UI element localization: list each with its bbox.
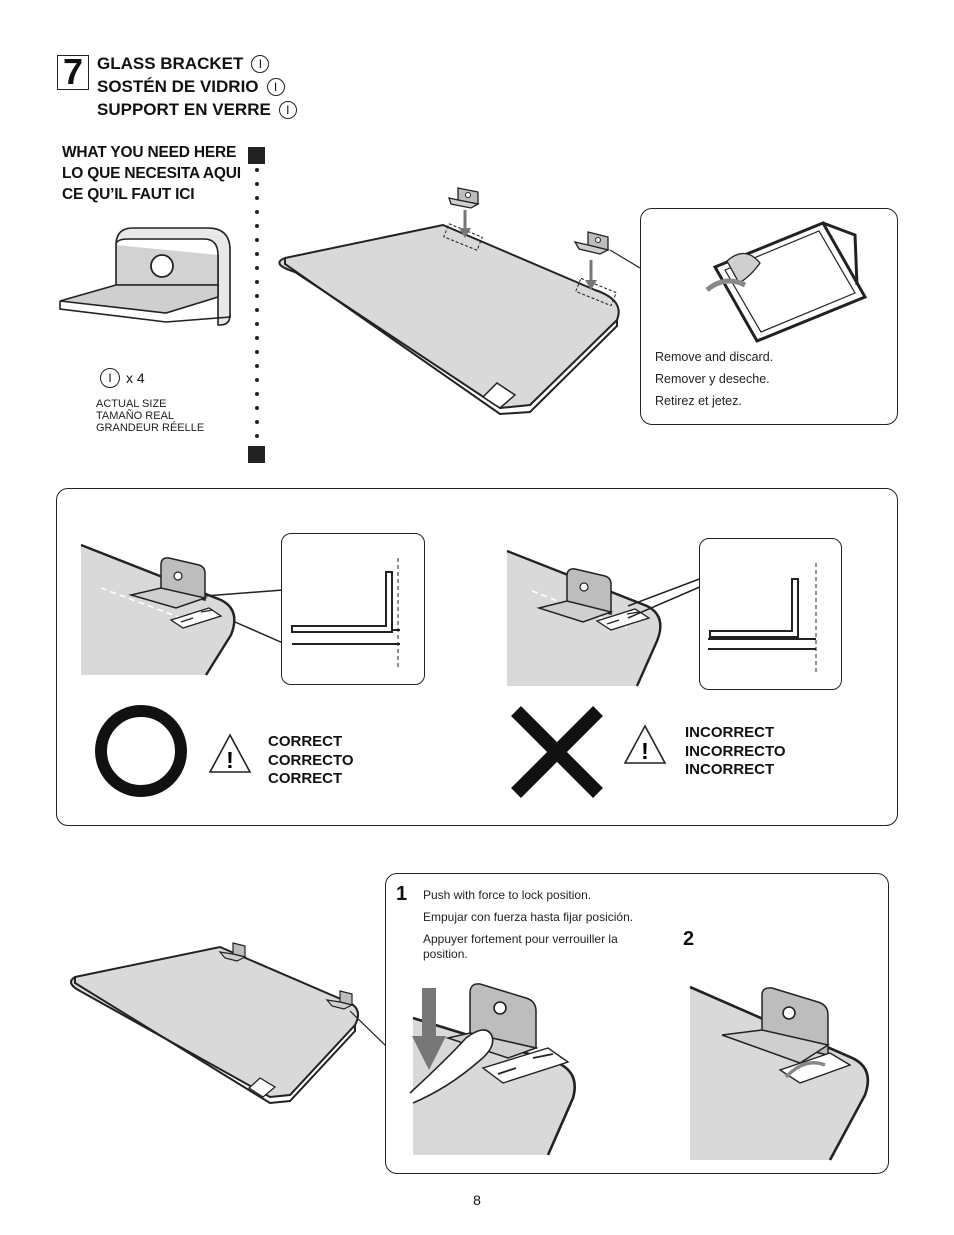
warning-icon: ! <box>623 724 667 764</box>
correct-circle-icon <box>95 705 187 797</box>
part-mark-icon: I <box>266 78 285 96</box>
peel-sticker-drawing <box>705 221 868 343</box>
part-mark-icon: I <box>251 55 270 73</box>
shelf-with-brackets-drawing <box>278 187 641 416</box>
part-mark-icon: I <box>100 368 120 388</box>
separator-bottom-square <box>248 446 265 463</box>
substep-1-number: 1 <box>396 883 408 905</box>
warning-glyph: ! <box>226 747 234 773</box>
incorrect-zoom-drawing <box>708 563 817 674</box>
page-number: 8 <box>473 1192 481 1208</box>
title-french: SUPPORT EN VERRE I <box>97 100 297 120</box>
correct-label-es: CORRECTO <box>268 751 354 769</box>
separator-top-square <box>248 147 265 164</box>
incorrect-label-es: INCORRECTO <box>685 742 786 760</box>
warning-glyph: ! <box>641 738 649 764</box>
correct-zoom-drawing <box>291 558 400 669</box>
shelf-installed-drawing <box>70 942 388 1105</box>
title-spanish: SOSTÉN DE VIDRIO I <box>97 77 285 97</box>
push-note-en: Push with force to lock position. <box>423 888 592 902</box>
bracket-actual-size-drawing <box>59 227 231 326</box>
step-number: 7 <box>62 51 84 92</box>
substep-2-number: 2 <box>683 928 695 950</box>
push-bracket-drawing <box>409 983 576 1156</box>
actual-size-en: ACTUAL SIZE <box>96 398 167 410</box>
quantity: x 4 <box>126 370 145 386</box>
correct-callout-lines <box>204 589 284 644</box>
title-english: GLASS BRACKET I <box>97 54 270 74</box>
title-text: SUPPORT EN VERRE <box>97 100 271 119</box>
warning-icon: ! <box>208 733 252 773</box>
title-text: GLASS BRACKET <box>97 54 244 73</box>
push-note-fr: Appuyer fortement pour verrouiller la po… <box>423 932 618 961</box>
incorrect-callout-lines <box>627 577 703 619</box>
incorrect-alignment-drawing <box>506 549 662 687</box>
incorrect-label: INCORRECT INCORRECTO INCORRECT <box>685 724 786 780</box>
quantity-row: I x 4 <box>100 368 145 388</box>
incorrect-label-fr: INCORRECT <box>685 761 775 778</box>
correct-alignment-drawing <box>80 543 236 676</box>
step-number-box <box>57 55 89 90</box>
peel-note-es: Remover y deseche. <box>655 372 770 386</box>
bracket-a <box>448 187 480 209</box>
dotted-separator <box>255 168 259 444</box>
actual-size-es: TAMAÑO REAL <box>96 410 175 422</box>
push-note-es: Empujar con fuerza hasta fijar posición. <box>423 910 634 924</box>
correct-zoom-box <box>281 533 425 685</box>
correct-label: CORRECT CORRECTO CORRECT <box>268 733 354 789</box>
actual-size-fr: GRANDEUR RÉELLE <box>96 422 205 434</box>
incorrect-cross-icon <box>511 706 603 798</box>
correct-label-en: CORRECT <box>268 733 343 750</box>
locked-bracket-drawing <box>689 985 870 1161</box>
need-english: WHAT YOU NEED HERE <box>62 144 237 161</box>
title-text: SOSTÉN DE VIDRIO <box>97 77 259 96</box>
peel-note-en: Remove and discard. <box>655 350 774 364</box>
incorrect-zoom-box <box>699 538 842 690</box>
need-french: CE QU’IL FAUT ICI <box>62 186 195 203</box>
part-mark-icon: I <box>278 101 297 119</box>
peel-note-fr: Retirez et jetez. <box>655 394 742 408</box>
incorrect-label-en: INCORRECT <box>685 724 775 741</box>
bracket-b <box>573 231 610 255</box>
need-spanish: LO QUE NECESITA AQUI <box>62 165 241 182</box>
correct-label-fr: CORRECT <box>268 770 343 787</box>
